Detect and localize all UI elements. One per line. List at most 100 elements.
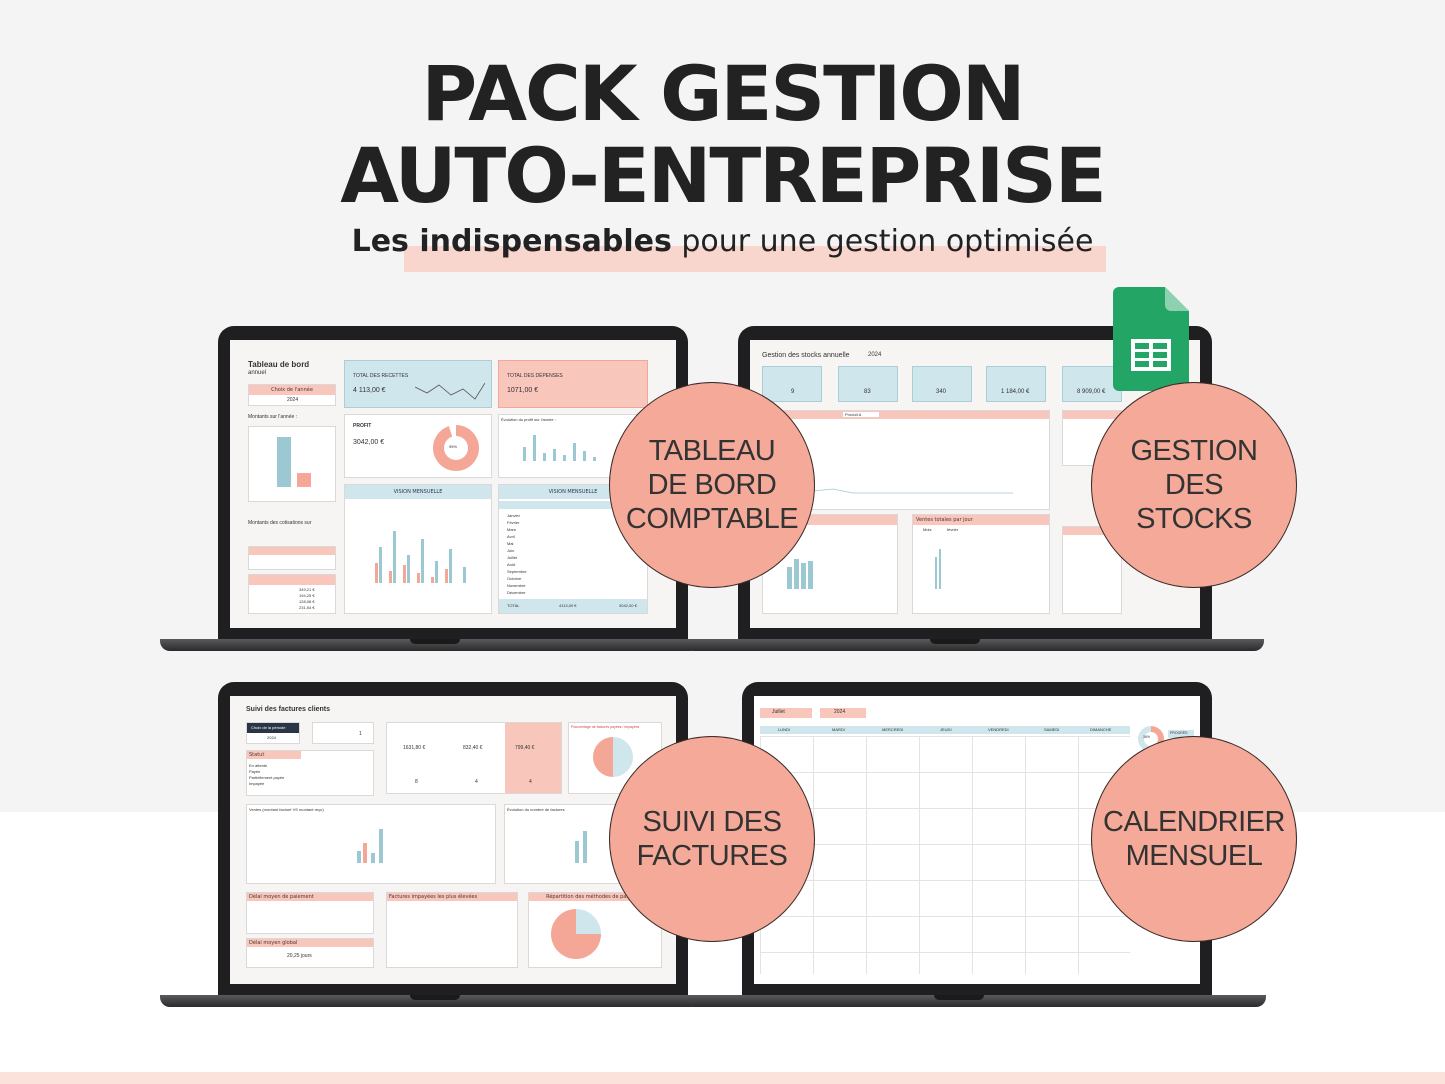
vision-card-left: VISION MENSUELLE [344,484,492,614]
month-select-value[interactable]: février [947,527,959,532]
period-value[interactable]: 2024 [267,735,276,740]
stock-kpi: 340 [912,366,972,402]
relance-value: 1 [359,731,362,737]
google-sheets-icon [1113,287,1189,391]
status-row: En attente [249,763,268,768]
badge-calendrier: CALENDRIER MENSUEL [1091,736,1297,942]
laptop-base [684,995,1266,1007]
invoices-title: Suivi des factures clients [246,706,331,713]
evo-bar [543,453,546,461]
month-row: Août [507,562,516,567]
daily-sales-label: Ventes totales par jour [913,515,1049,525]
badge-suivi-factures: SUIVI DES FACTURES [609,736,815,942]
month-row: Septembre [507,569,527,574]
day-header: DIMANCHE [1090,727,1112,732]
product-select[interactable]: Produit A [843,412,880,417]
depenses-label: TOTAL DES DÉPENSES [507,373,563,379]
count-paye: 4 [475,779,478,785]
evolution-count-label: Évolution du nombre de factures [507,807,565,812]
vision-bar [389,571,392,583]
total-impaye: 799,40 € [515,745,535,751]
vision-bar [421,539,424,583]
subtitle-bold: Les indispensables [351,224,672,259]
evo-bar [563,455,566,461]
status-card: Statut En attente Payée Partiellement pa… [246,750,374,796]
subtitle-highlight [404,246,1106,272]
day-header: VENDREDI [988,727,1009,732]
total-label: TOTAL [507,603,520,608]
laptop-notch [410,995,460,1000]
calendar-month: Juillet [772,709,785,715]
recettes-bar [277,437,291,487]
evo-count-bar [575,841,579,863]
depenses-card: TOTAL DES DÉPENSES 1071,00 € [498,360,648,408]
evo-bar [553,449,556,461]
stock-side-header [1063,411,1121,419]
ventes-card: Ventes (montant facturé VS montant reçu) [246,804,496,884]
delai-global-label: Délai moyen global [247,939,373,947]
year-picker-card: Choix de l'année 2024 [248,384,336,406]
stock-kpi-value: 8 909,00 € [1077,389,1106,395]
vision-bar [407,555,410,583]
stocks-screen: Gestion des stocks annuelle 2024 9 83 34… [750,340,1200,628]
month-row: Avril [507,534,515,539]
dashboard-screen: Tableau de bord annuel Choix de l'année … [230,340,676,628]
stock-bar [787,567,792,589]
paid-pie [593,737,633,777]
cotisations-label: Montants des cotisations sur [248,520,312,526]
vision-col-header [499,501,647,509]
vision-bar [403,565,406,583]
stock-bar [794,559,799,589]
stock-kpi: 9 [762,366,822,402]
repartition-pie [551,909,601,959]
dashboard-subtitle: annuel [248,370,267,376]
stock-kpi: 8 909,00 € [1062,366,1122,402]
month-chip[interactable] [760,708,812,718]
quarters-card: 349,21 € 194,25 € 128,08 € 231,54 € [248,574,336,614]
year-picker-label: Choix de l'année [249,385,335,395]
subtitle-rest: pour une gestion optimisée [671,224,1094,259]
badge-label: SUIVI DES FACTURES [636,806,788,872]
total-recettes: 4113,00 € [559,603,577,608]
quarter-t1: 349,21 € [299,587,315,592]
calendar-days-header [760,726,1130,734]
profit-card: PROFIT 3042,00 € 95% [344,414,492,478]
product-select-bar [763,411,1049,419]
laptop-notch [410,639,460,644]
repartition-label: Répartition des méthodes de paiement [529,893,661,901]
vision-bar [379,547,382,583]
stock-kpi: 83 [838,366,898,402]
day-header: MERCREDI [882,727,904,732]
main-title-line1: PACK GESTION [421,49,1025,138]
evo-bar [593,457,596,461]
month-row: Mai [507,541,514,546]
quarter-t3: 128,08 € [299,599,315,604]
vision-label-left: VISION MENSUELLE [345,485,491,499]
amount-chart [248,426,336,502]
badge-label: GESTION DES STOCKS [1130,435,1258,535]
vision-bar [435,561,438,583]
depenses-value: 1071,00 € [507,387,539,394]
paid-pie-label: Pourcentage de factures payées / impayée… [571,725,640,729]
quarter-t4: 231,54 € [299,605,315,610]
profit-value: 3042,00 € [353,439,385,446]
day-header: SAMEDI [1044,727,1060,732]
delai-global-card: Délai moyen global 20,25 jours [246,938,374,968]
totals-card: 1631,80 € 832,40 € 799,40 € 8 4 4 [386,722,562,794]
month-row: Février [507,520,520,525]
month-row: Juin [507,548,515,553]
status-label: Statut [247,751,301,759]
profit-donut [433,425,479,471]
year-picker-value[interactable]: 2024 [287,397,299,403]
month-row: Janvier [507,513,520,518]
stock-bar-header [763,515,897,525]
year-chip[interactable] [820,708,866,718]
impayees-card: Factures impayées les plus élevées [386,892,518,968]
evolution-label: Évolution du profit sur l'année : [501,417,556,422]
stocks-title: Gestion des stocks annuelle [762,352,850,359]
calendar-screen: Juillet 2024 LUNDI MARDI MERCREDI JEUDI … [754,696,1200,984]
total-facture: 1631,80 € [403,745,426,751]
period-label: Choix de la période [251,725,286,730]
ventes-bar [363,843,367,863]
daily-bar [935,557,937,589]
